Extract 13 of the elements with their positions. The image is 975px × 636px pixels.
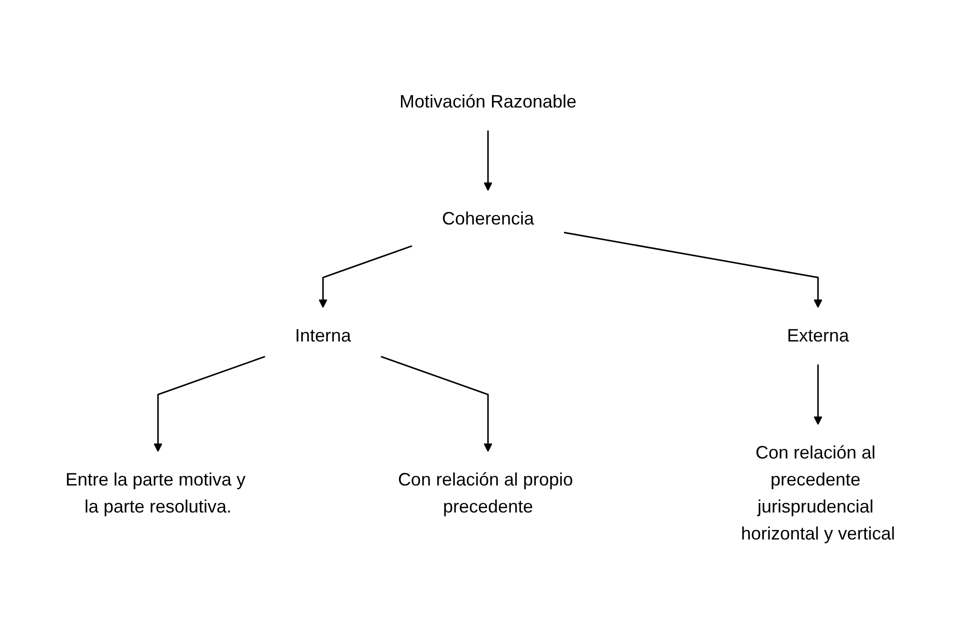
node-text: Motivación Razonable (398, 92, 576, 112)
node-text: Externa (786, 326, 849, 346)
node-text: Entre la parte motiva y la parte resolutiva. (64, 470, 246, 516)
node-text: Interna (294, 326, 351, 346)
arrow (483, 130, 492, 191)
node-text: Con relación al propio precedente (397, 470, 573, 516)
arrow (813, 364, 822, 425)
node-text: Coherencia (441, 208, 534, 228)
arrow (380, 356, 492, 452)
arrow (563, 232, 822, 308)
arrow (153, 356, 265, 452)
arrow (318, 245, 412, 308)
node-text: Con relación al precedente jurisprudencial horizontal y vertical (740, 442, 895, 544)
